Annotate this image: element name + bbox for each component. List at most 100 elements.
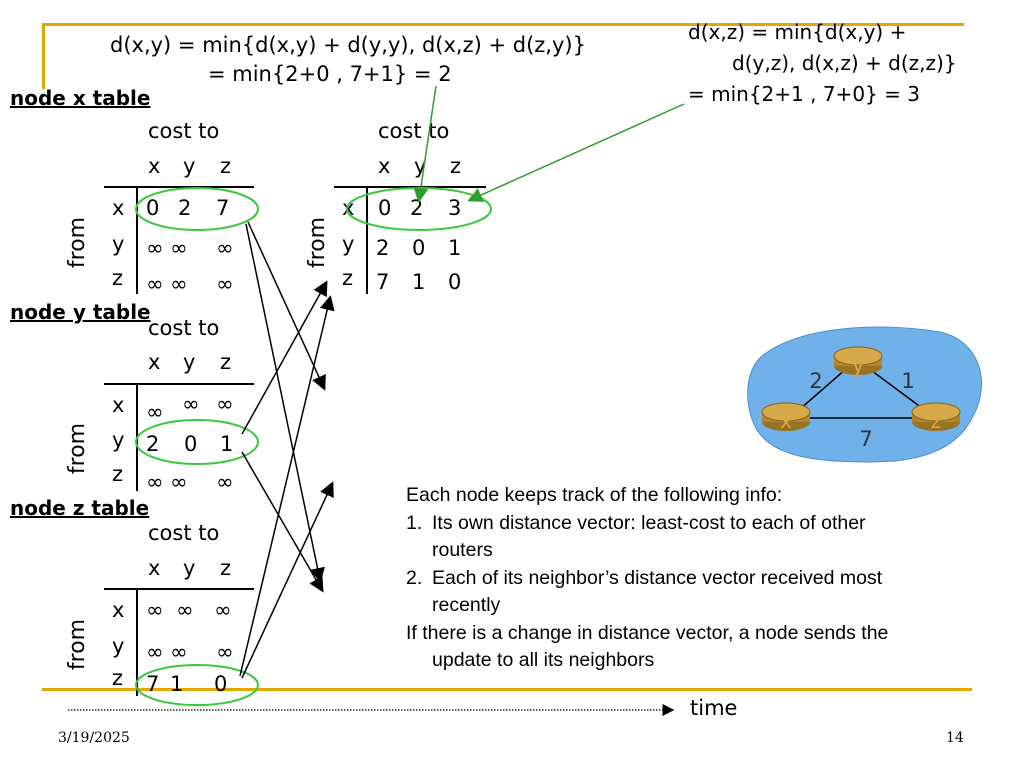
node-z-table-label: node z table bbox=[10, 496, 150, 520]
notes-item-number: 2. bbox=[406, 566, 423, 589]
router-label-z: z bbox=[931, 409, 942, 433]
cell: ∞ bbox=[216, 272, 234, 296]
router-x-icon bbox=[761, 402, 811, 431]
router-z-icon bbox=[911, 402, 961, 431]
cell: ∞ bbox=[214, 598, 232, 622]
cell: ∞ bbox=[146, 400, 164, 424]
formula-dxz-line1: d(x,z) = min{d(x,y) + bbox=[688, 20, 907, 44]
cell: 2 bbox=[178, 196, 192, 220]
cell: ∞ bbox=[170, 236, 188, 260]
cell: 1 bbox=[220, 432, 234, 456]
cell: ∞ bbox=[216, 640, 234, 664]
cell: 1 bbox=[448, 236, 462, 260]
cell: ∞ bbox=[146, 236, 164, 260]
cell: ∞ bbox=[146, 598, 164, 622]
notes-block: Each node keeps track of the following i… bbox=[406, 482, 978, 675]
notes-change-text: If there is a change in distance vector,… bbox=[406, 621, 889, 644]
col-header-z: z bbox=[450, 154, 462, 178]
exchange-arrow bbox=[241, 280, 328, 435]
notes-item-2: 2. Each of its neighbor’s distance vecto… bbox=[406, 565, 978, 593]
formula-dxz-arrow bbox=[467, 103, 685, 202]
cell: 0 bbox=[184, 432, 198, 456]
time-label: time bbox=[690, 696, 738, 720]
row-header-y: y bbox=[112, 232, 125, 256]
formula-dxy-line2: = min{2+0 , 7+1} = 2 bbox=[208, 62, 452, 86]
col-header-z: z bbox=[220, 350, 232, 374]
cell: ∞ bbox=[170, 272, 188, 296]
cell: 3 bbox=[448, 196, 462, 220]
cost-to-label: cost to bbox=[148, 119, 220, 143]
col-header-y: y bbox=[183, 350, 196, 374]
exchange-arrow bbox=[247, 221, 326, 391]
cell: ∞ bbox=[216, 470, 234, 494]
highlight-oval-y-row bbox=[135, 419, 259, 465]
notes-change-continuation: update to all its neighbors bbox=[432, 649, 655, 671]
cell: 7 bbox=[216, 196, 230, 220]
col-header-x: x bbox=[378, 154, 391, 178]
cell: 7 bbox=[146, 672, 160, 696]
row-header-z: z bbox=[112, 462, 124, 486]
cell: 2 bbox=[376, 236, 390, 260]
cost-to-label: cost to bbox=[378, 119, 450, 143]
cell: 0 bbox=[448, 270, 462, 294]
highlight-oval-x-row bbox=[135, 187, 259, 231]
col-header-y: y bbox=[183, 154, 196, 178]
exchange-arrow bbox=[241, 481, 334, 679]
cell: ∞ bbox=[146, 470, 164, 494]
table-header-rule bbox=[104, 383, 254, 385]
col-header-x: x bbox=[148, 556, 161, 580]
cell: ∞ bbox=[216, 392, 234, 416]
col-header-z: z bbox=[220, 556, 232, 580]
table-header-rule bbox=[104, 588, 254, 590]
row-header-y: y bbox=[112, 428, 125, 452]
exchange-arrow bbox=[239, 295, 335, 677]
node-x-table-label: node x table bbox=[10, 86, 151, 110]
notes-item-text: Each of its neighbor’s distance vector r… bbox=[432, 566, 883, 589]
cell: ∞ bbox=[170, 470, 188, 494]
cell: 7 bbox=[376, 270, 390, 294]
cost-to-label: cost to bbox=[148, 316, 220, 340]
table-header-rule bbox=[104, 186, 254, 188]
col-header-y: y bbox=[183, 556, 196, 580]
col-header-x: x bbox=[148, 154, 161, 178]
notes-item-continuation: routers bbox=[432, 539, 493, 561]
footer-date: 3/19/2025 bbox=[58, 730, 130, 746]
row-header-x: x bbox=[112, 393, 125, 417]
table-row-rule bbox=[136, 186, 138, 294]
row-header-z: z bbox=[112, 266, 124, 290]
page-number: 14 bbox=[946, 730, 964, 746]
router-label-y: y bbox=[852, 353, 864, 377]
cell: 2 bbox=[146, 432, 160, 456]
router-label-x: x bbox=[780, 409, 792, 433]
cell: 0 bbox=[412, 236, 426, 260]
bottom-accent-rule bbox=[42, 688, 972, 691]
cell: ∞ bbox=[146, 640, 164, 664]
row-header-y: y bbox=[342, 232, 355, 256]
table-header-rule bbox=[334, 186, 486, 188]
cell: 1 bbox=[170, 672, 184, 696]
formula-dxy-line1: d(x,y) = min{d(x,y) + d(y,y), d(x,z) + d… bbox=[110, 33, 586, 57]
top-accent-stub bbox=[42, 23, 45, 89]
cell: ∞ bbox=[182, 392, 200, 416]
exchange-arrow bbox=[241, 451, 324, 593]
row-header-x: x bbox=[112, 598, 125, 622]
formula-dxz-line3: = min{2+1 , 7+0} = 3 bbox=[688, 82, 920, 106]
highlight-oval-updated-x-row bbox=[346, 187, 492, 231]
row-header-z: z bbox=[112, 666, 124, 690]
link-cost-y-z: 1 bbox=[901, 369, 914, 393]
cell: ∞ bbox=[216, 236, 234, 260]
table-row-rule bbox=[366, 186, 368, 294]
cell: 0 bbox=[146, 196, 160, 220]
cost-to-label: cost to bbox=[148, 521, 220, 545]
notes-intro: Each node keeps track of the following i… bbox=[406, 484, 783, 506]
formula-dxy-arrow bbox=[413, 85, 437, 203]
formula-dxz-line2: d(y,z), d(x,z) + d(z,z)} bbox=[732, 51, 957, 75]
node-y-table-label: node y table bbox=[10, 300, 151, 324]
cell: ∞ bbox=[170, 640, 188, 664]
cell: ∞ bbox=[146, 272, 164, 296]
exchange-arrow bbox=[245, 223, 325, 583]
col-header-x: x bbox=[148, 350, 161, 374]
col-header-z: z bbox=[220, 154, 232, 178]
row-header-y: y bbox=[112, 634, 125, 658]
